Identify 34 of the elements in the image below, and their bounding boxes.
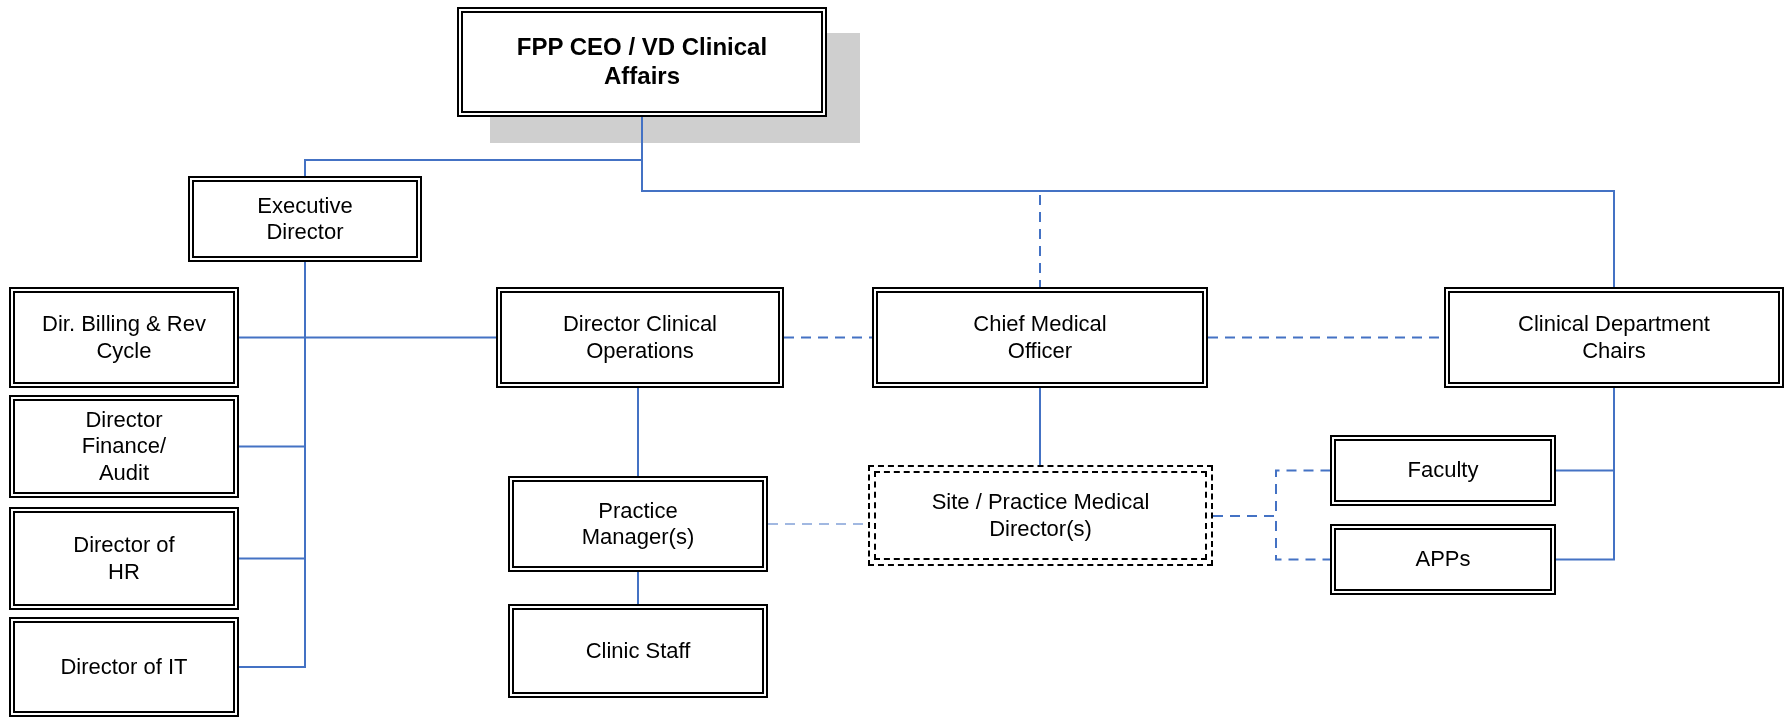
org-box <box>188 176 422 262</box>
org-box <box>1330 524 1556 595</box>
org-box <box>508 476 768 572</box>
org-box <box>496 287 784 388</box>
connector-line <box>1555 387 1615 561</box>
box-label: Director Finance/ Audit <box>80 406 168 487</box>
box-label: FPP CEO / VD Clinical Affairs <box>515 33 769 91</box>
box-label: Director of IT <box>59 653 189 681</box>
box-label: Dir. Billing & Rev Cycle <box>41 311 207 364</box>
connector-line <box>1212 515 1331 561</box>
org-box <box>872 287 1208 388</box>
connector-line <box>637 387 639 477</box>
org-box <box>9 395 239 498</box>
box-label: Director of HR <box>72 532 176 585</box>
box-label: Faculty <box>1406 457 1480 484</box>
org-box <box>9 287 239 388</box>
org-box <box>9 507 239 610</box>
box-label: Practice Manager(s) <box>580 497 696 551</box>
org-box <box>457 7 827 117</box>
box-label: Director Clinical Operations <box>561 311 718 364</box>
box-label: Clinical Department Chairs <box>1517 311 1711 364</box>
dashed-org-box <box>868 465 1213 566</box>
box-label: Executive Director <box>256 192 354 246</box>
connector-line <box>783 336 873 339</box>
box-label: Chief Medical Officer <box>972 311 1108 364</box>
box-label: Clinic Staff <box>584 637 692 665</box>
org-box <box>1330 435 1556 506</box>
box-label: Site / Practice Medical Director(s) <box>930 489 1151 542</box>
org-box <box>1444 287 1784 388</box>
connector-line <box>637 571 639 605</box>
connector-line <box>1039 387 1041 466</box>
org-box <box>9 617 239 717</box>
box-label: APPs <box>1414 546 1472 573</box>
org-box <box>508 604 768 698</box>
